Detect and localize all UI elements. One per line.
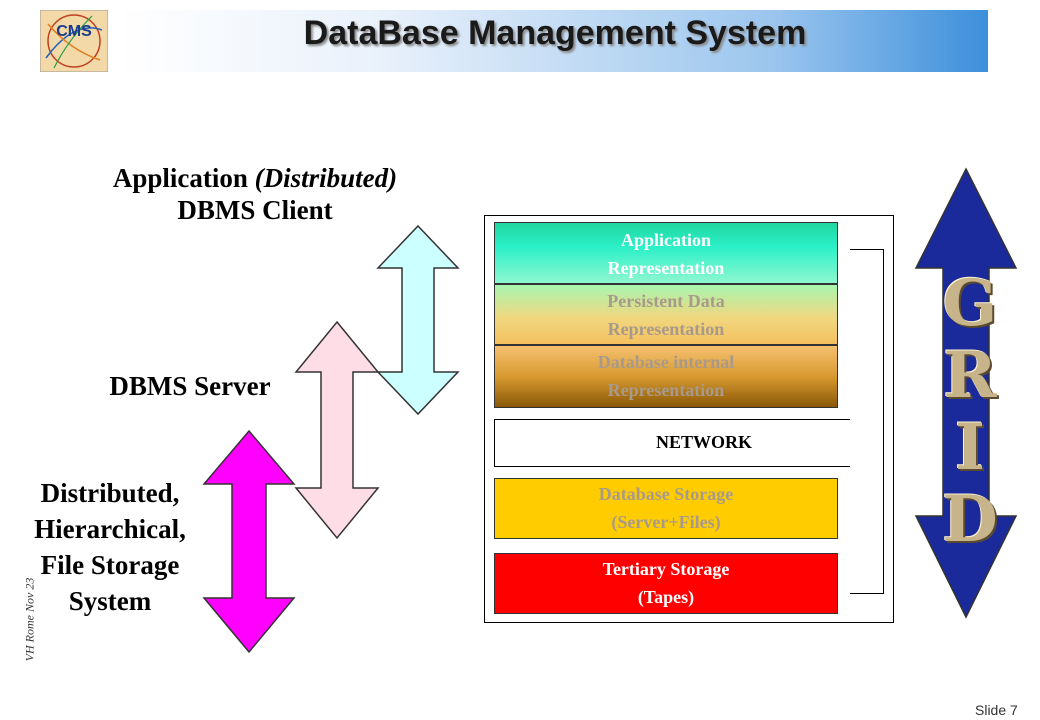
client-label-line1a: Application [112, 163, 255, 193]
storage-double-arrow [202, 429, 296, 654]
layer-line: (Tapes) [637, 587, 695, 607]
server-label: DBMS Server [109, 371, 271, 401]
layer-line: Application [620, 230, 712, 250]
storage-label-line2: Hierarchical, [34, 514, 186, 544]
cms-logo: CMS [39, 9, 109, 73]
grid-double-arrow [914, 167, 1018, 619]
layer-line: Database internal [597, 352, 735, 372]
layer-line: (Server+Files) [611, 512, 721, 532]
layer-database-internal: Database internal Representation [494, 345, 838, 408]
grid-letter-d: D [942, 482, 998, 557]
client-label-line2: DBMS Client [177, 195, 333, 225]
client-double-arrow [376, 224, 460, 416]
storage-label-line3: File Storage [40, 550, 180, 580]
grid-letter-r: R [943, 338, 997, 413]
slide-number: Slide 7 [975, 702, 1018, 718]
network-box [494, 419, 850, 467]
layer-line: Persistent Data [607, 291, 725, 311]
layer-line: Tertiary Storage [602, 559, 730, 579]
grid-letter-i: I [955, 410, 985, 485]
header-bar [118, 10, 988, 72]
client-label: Application (Distributed) DBMS Client [70, 162, 440, 226]
layer-tertiary-storage: Tertiary Storage (Tapes) [494, 553, 838, 614]
layer-application-representation: Application Representation [494, 222, 838, 284]
client-label-line1b: (Distributed) [254, 163, 398, 193]
server-double-arrow [294, 320, 380, 540]
storage-label-line1: Distributed, [40, 478, 180, 508]
storage-label: Distributed, Hierarchical, File Storage … [10, 475, 210, 619]
logo-text: CMS [56, 23, 92, 40]
layer-line: Representation [607, 258, 725, 278]
storage-label-line4: System [68, 586, 152, 616]
layer-line: Database Storage [598, 484, 734, 504]
grid-letter-g: G [942, 266, 998, 341]
layer-line: Representation [607, 380, 725, 400]
layer-database-storage: Database Storage (Server+Files) [494, 478, 838, 539]
grid-label: G R I D [930, 268, 1010, 556]
layer-persistent-data: Persistent Data Representation [494, 284, 838, 345]
layer-line: Representation [607, 319, 725, 339]
page-title: DataBase Management System [303, 14, 807, 52]
side-note: VH Rome Nov 23 [22, 577, 37, 662]
stack-connector-bracket [850, 249, 884, 594]
network-label: NETWORK [655, 432, 752, 452]
